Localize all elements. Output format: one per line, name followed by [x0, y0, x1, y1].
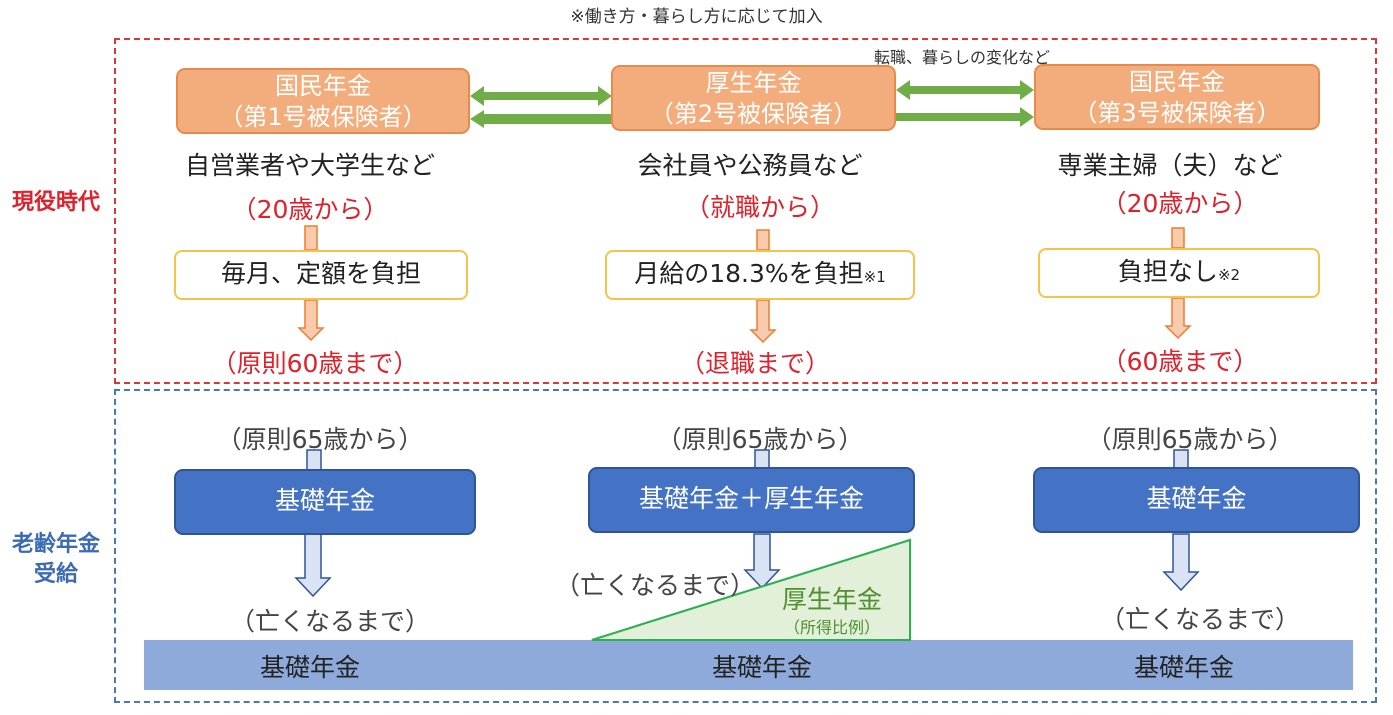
side-label-receive: 老齢年金 受給	[0, 530, 112, 590]
burden-note-col3: ※2	[1217, 266, 1241, 284]
pension-title-col1: 国民年金	[275, 72, 371, 100]
burden-box-col1: 毎月、定額を負担	[174, 250, 468, 300]
down-arrow-col2-d	[743, 533, 781, 590]
burden-box-col2: 月給の18.3%を負担※1	[605, 250, 915, 300]
down-arrow-col1-d	[294, 533, 332, 598]
change-label: 転職、暮らしの変化など	[874, 48, 1051, 67]
receive-start-col2: （原則65歳から）	[656, 425, 864, 454]
down-arrow-col3-d	[1162, 533, 1200, 592]
pension-box-col3: 国民年金 （第3号被保険者）	[1034, 64, 1320, 130]
start-col3: （20歳から）	[1101, 189, 1259, 218]
active-period-region	[114, 38, 1377, 384]
pension-subtitle-col3: （第3号被保険者）	[1073, 99, 1281, 127]
who-col1: 自営業者や大学生など	[184, 151, 435, 180]
base-label-col2: 基礎年金	[711, 653, 812, 682]
side-label-active: 現役時代	[11, 190, 100, 215]
burden-col3: 負担なし	[1117, 257, 1218, 286]
arrow-right-icon-2	[896, 107, 1034, 127]
receiving-period-region	[114, 389, 1377, 703]
pension-box-col1: 国民年金 （第1号被保険者）	[176, 68, 470, 134]
burden-note-col2: ※1	[863, 268, 886, 286]
benefit-box-col2: 基礎年金＋厚生年金	[588, 467, 915, 533]
start-col1: （20歳から）	[231, 195, 389, 224]
pension-title-col3: 国民年金	[1129, 68, 1225, 96]
who-col2: 会社員や公務員など	[637, 151, 863, 180]
side-label-receive-line1: 老齢年金	[11, 532, 100, 557]
receive-start-col1: （原則65歳から）	[216, 425, 424, 454]
pension-subtitle-col1: （第1号被保険者）	[219, 103, 427, 131]
transfer-arrows-left	[470, 86, 612, 128]
burden-col2: 月給の18.3%を負担	[634, 259, 864, 288]
employee-pension-label: 厚生年金	[781, 585, 882, 614]
base-label-col3: 基礎年金	[1133, 653, 1234, 682]
end-col1: （原則60歳まで）	[211, 349, 419, 378]
transfer-arrows-right	[896, 80, 1034, 127]
down-arrow-col2-b	[749, 299, 777, 344]
who-col3: 専業主婦（夫）など	[1057, 151, 1283, 180]
benefit-box-col3: 基礎年金	[1033, 467, 1360, 533]
employee-pension-triangle-top	[591, 538, 911, 641]
down-arrow-col1-b	[297, 299, 325, 342]
down-arrow-col3-b	[1164, 297, 1192, 340]
start-col2: （就職から）	[684, 193, 835, 222]
base-label-col1: 基礎年金	[259, 653, 360, 682]
receive-start-col3: （原則65歳から）	[1086, 425, 1294, 454]
pension-box-col2: 厚生年金 （第2号被保険者）	[611, 65, 896, 131]
end-col2: （退職まで）	[679, 349, 830, 378]
arrow-right-icon	[470, 86, 612, 106]
pension-title-col2: 厚生年金	[705, 69, 802, 97]
until-col3: （亡くなるまで）	[1099, 605, 1300, 634]
until-col2: （亡くなるまで）	[554, 571, 755, 600]
top-note: ※働き方・暮らし方に応じて加入	[570, 7, 823, 27]
end-col3: （60歳まで）	[1101, 347, 1259, 376]
side-label-receive-line2: 受給	[33, 562, 78, 587]
burden-box-col3: 負担なし※2	[1038, 248, 1320, 298]
base-pension-bar	[144, 640, 1353, 690]
arrow-double-icon	[896, 80, 1034, 100]
employee-pension-sub: （所得比例）	[783, 618, 880, 637]
arrow-left-icon	[470, 110, 612, 128]
benefit-box-col1: 基礎年金	[174, 469, 476, 535]
until-col1: （亡くなるまで）	[229, 607, 430, 636]
pension-subtitle-col2: （第2号被保険者）	[649, 100, 858, 128]
burden-col1: 毎月、定額を負担	[220, 259, 421, 288]
